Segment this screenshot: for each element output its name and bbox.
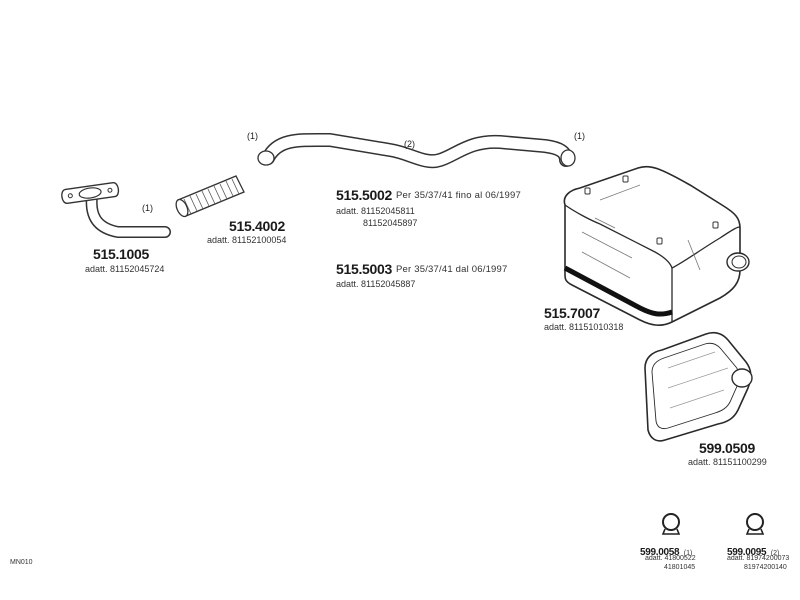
note-515-5003: Per 35/37/41 dal 06/1997 (396, 264, 508, 275)
note-515-5002: Per 35/37/41 fino al 06/1997 (396, 190, 521, 201)
drawing-code: MN010 (10, 559, 33, 566)
ref-label: adatt. (645, 555, 663, 562)
qty-mark-front-pipe: (1) (142, 203, 153, 213)
part-number-515-5002[interactable]: 515.5002 (336, 187, 392, 203)
ref-label: adatt. (207, 235, 230, 245)
ref-515-5003: adatt. 81152045887 (336, 280, 415, 289)
ref-label: adatt. (544, 322, 567, 332)
qty-mark-pipe-left: (1) (247, 131, 258, 141)
ref-code-599-0095-2: 81974200140 (744, 564, 787, 571)
ref-code: 81152100054 (232, 235, 287, 245)
ref-code: 81152045887 (361, 279, 416, 289)
front-pipe-515-1005[interactable] (61, 182, 171, 238)
ref-label: adatt. (336, 279, 359, 289)
ref-code: 81151100299 (713, 457, 767, 467)
ref-code: 81152045811 (361, 206, 415, 216)
qty-mark-pipe-middle: (2) (404, 139, 415, 149)
part-number-515-5003[interactable]: 515.5003 (336, 261, 392, 277)
muffler-515-7007[interactable] (563, 165, 750, 326)
ref-label: adatt. (85, 264, 108, 274)
ref-code: 41800522 (664, 555, 696, 562)
clamp-599-0095[interactable] (745, 513, 765, 535)
ref-label: adatt. (727, 555, 745, 562)
ref-code-515-5002-2: 81152045897 (363, 218, 418, 228)
ref-599-0095: adatt. 81974200073 (727, 555, 789, 562)
part-number-515-1005[interactable]: 515.1005 (93, 246, 149, 262)
ref-label: adatt. (688, 457, 711, 467)
flex-pipe-515-4002[interactable] (174, 175, 245, 218)
part-number-515-4002[interactable]: 515.4002 (229, 218, 285, 234)
qty-mark-pipe-right: (1) (574, 131, 585, 141)
ref-515-4002: adatt. 81152100054 (207, 236, 286, 245)
ref-515-1005: adatt. 81152045724 (85, 265, 164, 274)
ref-code: 81152045724 (110, 264, 165, 274)
ref-code: 81974200073 (746, 555, 790, 562)
qty-599-0095: (2) (770, 550, 780, 557)
ref-code: 81151010318 (569, 322, 624, 332)
part-number-599-0509[interactable]: 599.0509 (699, 440, 755, 456)
part-number-515-7007[interactable]: 515.7007 (544, 305, 600, 321)
part-number-599-0058[interactable]: 599.0058 (640, 547, 680, 558)
part-number-599-0095[interactable]: 599.0095 (727, 547, 767, 558)
ref-label: adatt. (336, 206, 359, 216)
ref-599-0058: adatt. 41800522 (645, 555, 696, 562)
long-pipe-515-5002[interactable] (257, 132, 576, 169)
label-599-0095: 599.0095 (2) (727, 543, 779, 559)
ref-515-7007: adatt. 81151010318 (544, 323, 623, 332)
ref-515-5002: adatt. 81152045811 (336, 207, 415, 216)
qty-599-0058: (1) (683, 550, 693, 557)
ref-599-0509: adatt. 81151100299 (688, 458, 767, 467)
label-599-0058: 599.0058 (1) (640, 543, 692, 559)
clamp-599-0058[interactable] (661, 513, 681, 535)
ref-code-599-0058-2: 41801045 (664, 564, 696, 571)
heat-shield-599-0509[interactable] (644, 331, 753, 442)
